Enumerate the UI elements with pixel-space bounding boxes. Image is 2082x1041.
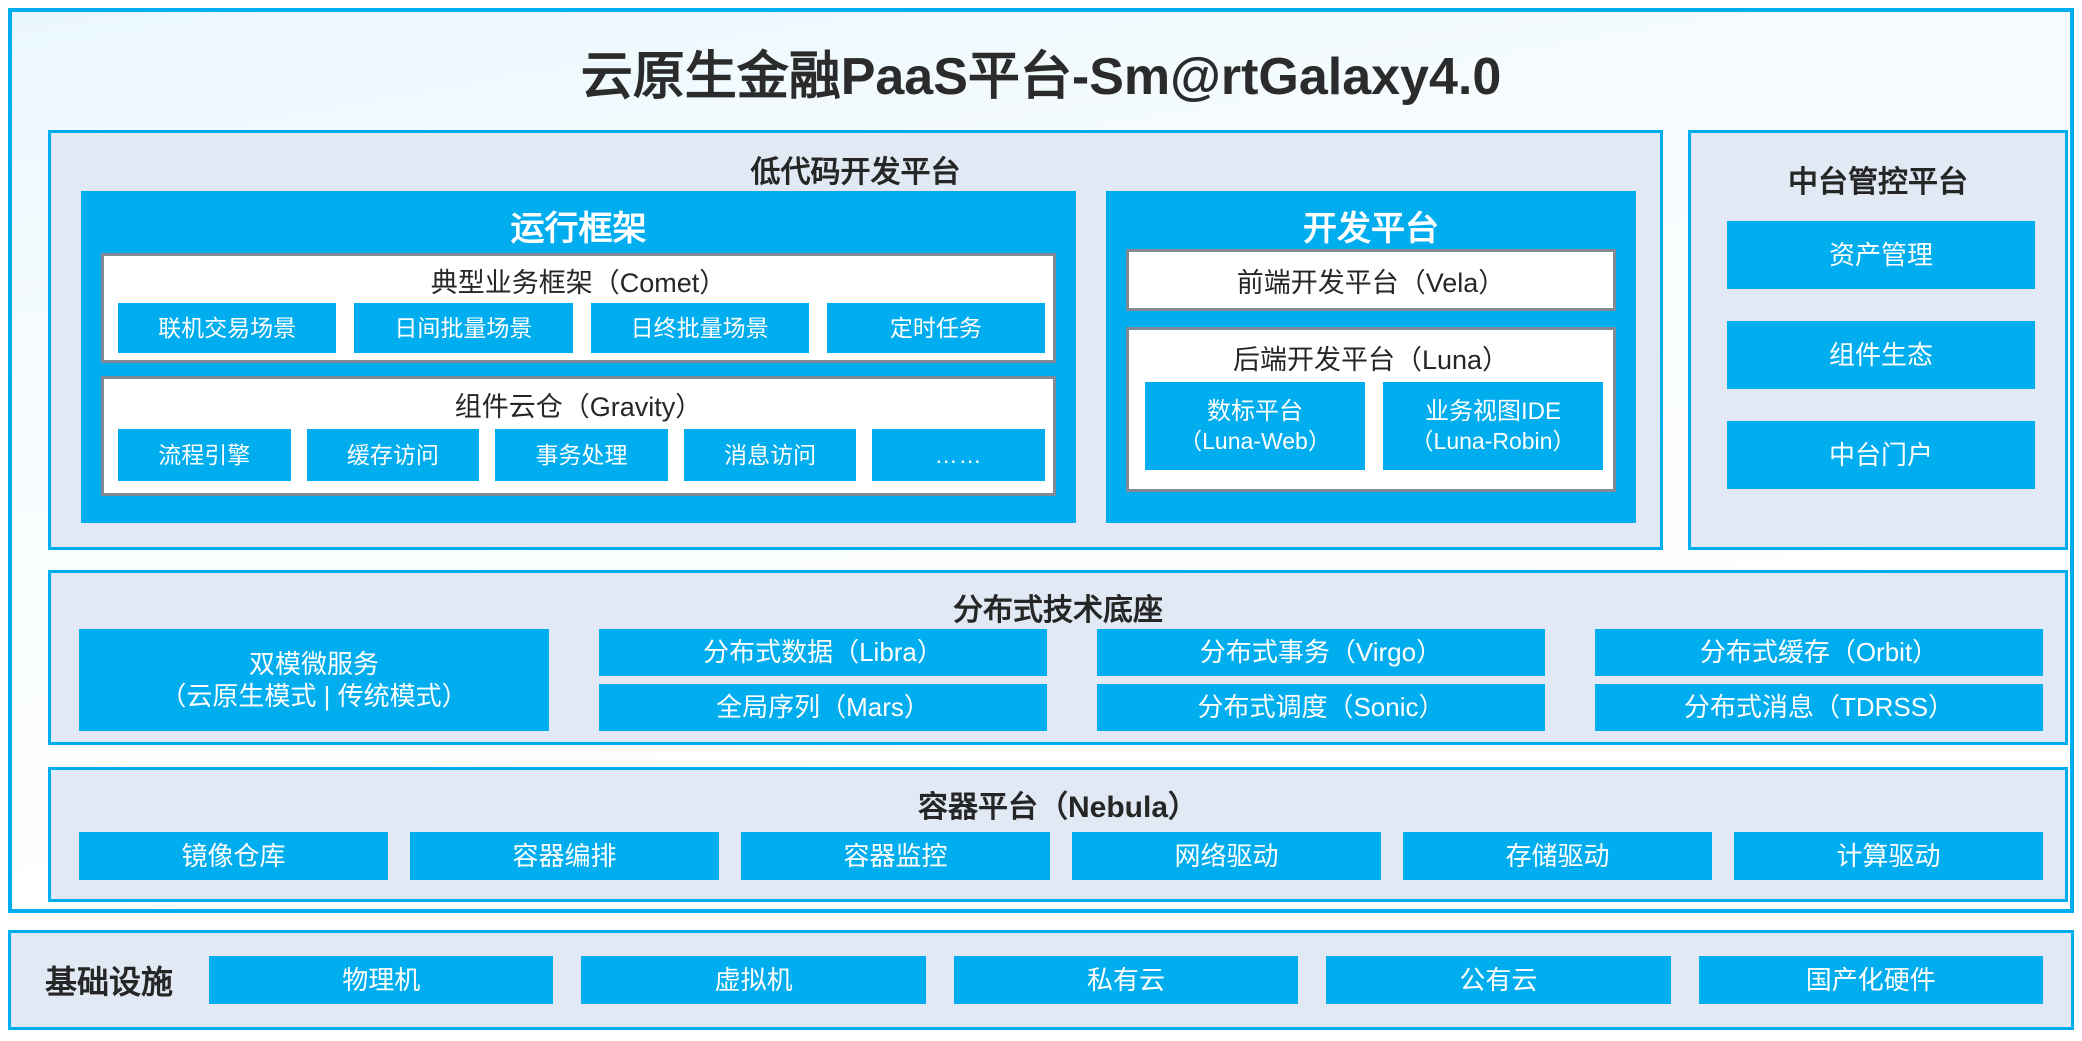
gravity-tile-more[interactable]: …… xyxy=(872,429,1045,481)
luna-tile-sub: （Luna-Robin） xyxy=(1410,427,1576,454)
tech-base-wide-column: 双模微服务 （云原生模式 | 传统模式） xyxy=(79,629,549,731)
luna-tile-sub: （Luna-Web） xyxy=(1179,427,1331,454)
container-tile[interactable]: 镜像仓库 xyxy=(79,832,388,880)
infrastructure-tile[interactable]: 虚拟机 xyxy=(581,956,926,1004)
tech-base-column: 分布式事务（Virgo） 分布式调度（Sonic） xyxy=(1097,629,1545,731)
infrastructure-tile[interactable]: 物理机 xyxy=(209,956,554,1004)
development-platform-box: 开发平台 前端开发平台（Vela） 后端开发平台（Luna） 数标平台 （Lun… xyxy=(1106,191,1636,523)
infrastructure-panel: 基础设施 物理机 虚拟机 私有云 公有云 国产化硬件 xyxy=(8,930,2074,1030)
luna-tile[interactable]: 业务视图IDE （Luna-Robin） xyxy=(1383,382,1603,470)
tech-base-tile[interactable]: 分布式事务（Virgo） xyxy=(1097,629,1545,676)
vela-box[interactable]: 前端开发平台（Vela） xyxy=(1126,249,1616,311)
container-platform-panel: 容器平台（Nebula） 镜像仓库 容器编排 容器监控 网络驱动 存储驱动 计算… xyxy=(48,767,2068,902)
gravity-tile[interactable]: 消息访问 xyxy=(683,429,857,481)
tech-base-column: 分布式数据（Libra） 全局序列（Mars） xyxy=(599,629,1047,731)
comet-box: 典型业务框架（Comet） 联机交易场景 日间批量场景 日终批量场景 定时任务 xyxy=(101,253,1056,363)
gravity-tile[interactable]: 流程引擎 xyxy=(118,429,291,481)
comet-tile[interactable]: 日终批量场景 xyxy=(590,303,809,353)
management-platform-panel: 中台管控平台 资产管理 组件生态 中台门户 xyxy=(1688,130,2068,550)
dual-mode-microservice-tile[interactable]: 双模微服务 （云原生模式 | 传统模式） xyxy=(79,629,549,731)
gravity-box: 组件云仓（Gravity） 流程引擎 缓存访问 事务处理 消息访问 …… xyxy=(101,376,1056,496)
luna-box: 后端开发平台（Luna） 数标平台 （Luna-Web） 业务视图IDE （Lu… xyxy=(1126,327,1616,492)
tech-base-tile[interactable]: 分布式数据（Libra） xyxy=(599,629,1047,676)
container-tile[interactable]: 容器编排 xyxy=(410,832,719,880)
runtime-framework-box: 运行框架 典型业务框架（Comet） 联机交易场景 日间批量场景 日终批量场景 … xyxy=(81,191,1076,523)
dual-mode-line2: （云原生模式 | 传统模式） xyxy=(160,681,468,711)
gravity-tile-group: 流程引擎 缓存访问 事务处理 消息访问 …… xyxy=(118,429,1045,481)
tech-base-body: 双模微服务 （云原生模式 | 传统模式） 分布式数据（Libra） 全局序列（M… xyxy=(79,629,2043,731)
lowcode-platform-panel: 低代码开发平台 运行框架 典型业务框架（Comet） 联机交易场景 日间批量场景… xyxy=(48,130,1663,550)
luna-tile-group: 数标平台 （Luna-Web） 业务视图IDE （Luna-Robin） xyxy=(1145,382,1603,470)
management-tile-group: 资产管理 组件生态 中台门户 xyxy=(1727,221,2035,489)
page-title: 云原生金融PaaS平台-Sm@rtGalaxy4.0 xyxy=(580,48,1502,106)
platform-outer-frame: 云原生金融PaaS平台-Sm@rtGalaxy4.0 低代码开发平台 运行框架 … xyxy=(8,8,2074,913)
tech-base-panel: 分布式技术底座 双模微服务 （云原生模式 | 传统模式） 分布式数据（Libra… xyxy=(48,570,2068,745)
lowcode-platform-title: 低代码开发平台 xyxy=(750,156,961,189)
tech-base-column: 分布式缓存（Orbit） 分布式消息（TDRSS） xyxy=(1595,629,2043,731)
comet-tile-group: 联机交易场景 日间批量场景 日终批量场景 定时任务 xyxy=(118,303,1045,353)
vela-title: 前端开发平台（Vela） xyxy=(1236,267,1506,298)
infrastructure-tile-group: 物理机 虚拟机 私有云 公有云 国产化硬件 xyxy=(209,956,2043,1004)
comet-tile[interactable]: 联机交易场景 xyxy=(118,303,337,353)
management-tile[interactable]: 资产管理 xyxy=(1727,221,2035,289)
development-platform-title: 开发平台 xyxy=(1303,210,1439,248)
tech-base-tile[interactable]: 分布式调度（Sonic） xyxy=(1097,684,1545,731)
gravity-tile[interactable]: 缓存访问 xyxy=(306,429,480,481)
infrastructure-tile[interactable]: 私有云 xyxy=(953,956,1299,1004)
comet-tile[interactable]: 定时任务 xyxy=(826,303,1045,353)
luna-tile[interactable]: 数标平台 （Luna-Web） xyxy=(1145,382,1365,470)
container-tile-group: 镜像仓库 容器编排 容器监控 网络驱动 存储驱动 计算驱动 xyxy=(79,832,2043,880)
container-tile[interactable]: 存储驱动 xyxy=(1403,832,1712,880)
tech-base-tile[interactable]: 分布式缓存（Orbit） xyxy=(1595,629,2043,676)
container-tile[interactable]: 容器监控 xyxy=(741,832,1050,880)
gravity-tile[interactable]: 事务处理 xyxy=(495,429,668,481)
infrastructure-tile[interactable]: 公有云 xyxy=(1326,956,1671,1004)
runtime-framework-title: 运行框架 xyxy=(510,210,647,248)
management-tile[interactable]: 组件生态 xyxy=(1727,321,2035,389)
comet-title: 典型业务框架（Comet） xyxy=(430,268,727,298)
management-platform-title: 中台管控平台 xyxy=(1788,166,1968,199)
tech-base-title: 分布式技术底座 xyxy=(953,594,1163,627)
infrastructure-label: 基础设施 xyxy=(45,964,174,1000)
infrastructure-tile[interactable]: 国产化硬件 xyxy=(1698,956,2043,1004)
tech-base-tile[interactable]: 全局序列（Mars） xyxy=(599,684,1047,731)
luna-tile-name: 业务视图IDE xyxy=(1424,397,1561,425)
management-tile[interactable]: 中台门户 xyxy=(1727,421,2035,489)
gravity-title: 组件云仓（Gravity） xyxy=(454,392,703,422)
tech-base-tile[interactable]: 分布式消息（TDRSS） xyxy=(1595,684,2043,731)
container-platform-title: 容器平台（Nebula） xyxy=(917,791,1199,824)
dual-mode-line1: 双模微服务 xyxy=(248,648,379,679)
container-tile[interactable]: 计算驱动 xyxy=(1734,832,2043,880)
luna-tile-name: 数标平台 xyxy=(1207,397,1303,425)
container-tile[interactable]: 网络驱动 xyxy=(1072,832,1381,880)
luna-title: 后端开发平台（Luna） xyxy=(1232,345,1510,375)
comet-tile[interactable]: 日间批量场景 xyxy=(354,303,573,353)
